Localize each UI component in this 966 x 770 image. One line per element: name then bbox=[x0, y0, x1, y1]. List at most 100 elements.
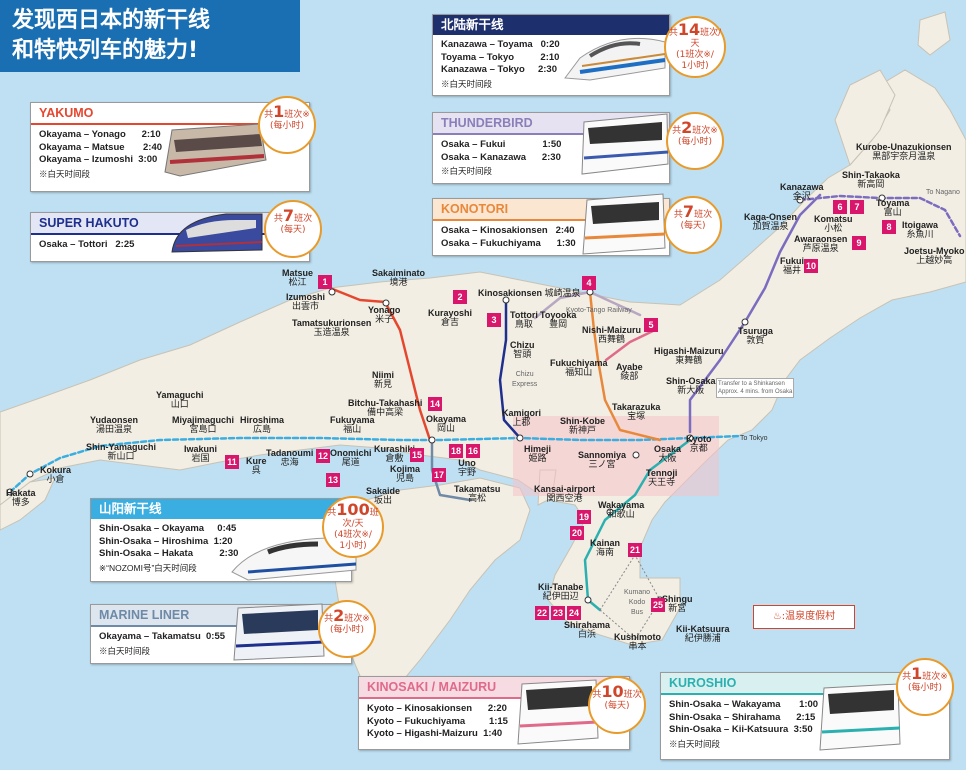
card-note: ※白天时间段 bbox=[99, 645, 151, 656]
spot-number[interactable]: 21 bbox=[628, 543, 642, 557]
spot-number[interactable]: 16 bbox=[466, 444, 480, 458]
station-dot bbox=[632, 451, 640, 459]
super-hakuto-line bbox=[498, 298, 522, 440]
spot-number[interactable]: 13 bbox=[326, 473, 340, 487]
badge-yakumo: 共1班次※(每小时) bbox=[258, 96, 316, 154]
yakumo-line bbox=[328, 286, 432, 442]
train-hokuriku-image bbox=[560, 20, 670, 89]
spot-number[interactable]: 9 bbox=[852, 236, 866, 250]
card-title: 北陆新干线 bbox=[433, 15, 669, 35]
spot-number[interactable]: 1 bbox=[318, 275, 332, 289]
maizuru-line bbox=[604, 328, 657, 362]
spot-number[interactable]: 11 bbox=[225, 455, 239, 469]
route-time: Toyama – Tokyo 2:10 bbox=[441, 51, 560, 63]
spot-number[interactable]: 12 bbox=[316, 449, 330, 463]
spot-number[interactable]: 23 bbox=[551, 606, 565, 620]
badge-thunderbird: 共2班次※(每小时) bbox=[666, 112, 724, 170]
route-time: Shin-Osaka – Hiroshima 1:20 bbox=[99, 535, 233, 547]
spot-number[interactable]: 10 bbox=[804, 259, 818, 273]
route-time: Okayama – Matsue 2:40 bbox=[39, 141, 163, 153]
kyoto-tango-label: Kyoto-Tango Railway bbox=[566, 307, 632, 314]
spot-number[interactable]: 4 bbox=[582, 276, 596, 290]
card-rows: Shin-Osaka – Okayama 0:45 Shin-Osaka – H… bbox=[91, 519, 351, 561]
route-time: Kanazawa – Toyama 0:20 bbox=[441, 39, 560, 50]
spot-number[interactable]: 15 bbox=[410, 448, 424, 462]
spot-number[interactable]: 24 bbox=[567, 606, 581, 620]
route-time: Kyoto – Higashi-Maizuru 1:40 bbox=[367, 728, 503, 739]
hokuriku-shinkansen-line bbox=[798, 194, 962, 238]
thunderbird-line bbox=[688, 193, 822, 434]
station-dot bbox=[6, 488, 14, 496]
train-kuroshio-image bbox=[814, 676, 904, 761]
spot-number[interactable]: 22 bbox=[535, 606, 549, 620]
station-dot bbox=[606, 508, 614, 516]
card-rows: Okayama – Yonago 2:10 Okayama – Matsue 2… bbox=[31, 125, 309, 167]
to-nagano-label: To Nagano bbox=[926, 189, 960, 196]
station-dot bbox=[741, 318, 749, 326]
spot-number[interactable]: 18 bbox=[449, 444, 463, 458]
spot-number[interactable]: 8 bbox=[882, 220, 896, 234]
spot-number[interactable]: 2 bbox=[453, 290, 467, 304]
shikoku-land bbox=[334, 477, 531, 701]
train-konotori-image bbox=[575, 186, 670, 265]
spot-number[interactable]: 17 bbox=[432, 468, 446, 482]
spot-number[interactable]: 6 bbox=[833, 200, 847, 214]
card-note: ※“NOZOMI号”白天时间段 bbox=[99, 562, 197, 573]
card-note: ※白天时间段 bbox=[669, 738, 721, 749]
spot-number[interactable]: 20 bbox=[570, 526, 584, 540]
konotori-line bbox=[588, 290, 662, 442]
spot-number[interactable]: 3 bbox=[487, 313, 501, 327]
spot-number[interactable]: 14 bbox=[428, 397, 442, 411]
badge-superhakuto: 共7班次(每天) bbox=[264, 200, 322, 258]
station-dot bbox=[428, 436, 436, 444]
spot-number[interactable]: 7 bbox=[850, 200, 864, 214]
route-time: Shin-Osaka – Shirahama 2:15 bbox=[669, 711, 816, 723]
title-line-1: 发现西日本的新干线 bbox=[12, 8, 211, 33]
route-time: Osaka – Fukui 1:50 bbox=[441, 139, 562, 150]
spot-number[interactable]: 19 bbox=[577, 510, 591, 524]
kyushu-land bbox=[0, 477, 56, 531]
route-time: Okayama – Izumoshi 3:00 bbox=[39, 154, 158, 165]
card-rows: Shin-Osaka – Wakayama 1:00 Shin-Osaka – … bbox=[661, 695, 949, 737]
badge-marine: 共2班次※(每小时) bbox=[318, 600, 376, 658]
card-rows: Kanazawa – Toyama 0:20 Toyama – Tokyo 2:… bbox=[433, 35, 669, 77]
card-note: ※白天时间段 bbox=[39, 168, 91, 179]
card-title: YAKUMO bbox=[31, 103, 309, 125]
station-dot bbox=[26, 470, 34, 478]
route-time: Shin-Osaka – Wakayama 1:00 bbox=[669, 699, 819, 710]
spot-number[interactable]: 25 bbox=[651, 598, 665, 612]
card-note: ※白天时间段 bbox=[441, 166, 493, 176]
spot-number[interactable]: 5 bbox=[644, 318, 658, 332]
sado-island bbox=[917, 11, 951, 56]
card-note: ※白天时间段 bbox=[441, 78, 493, 89]
train-superhakuto-image bbox=[166, 200, 266, 265]
onsen-legend: ♨:温泉度假村 bbox=[753, 605, 855, 629]
